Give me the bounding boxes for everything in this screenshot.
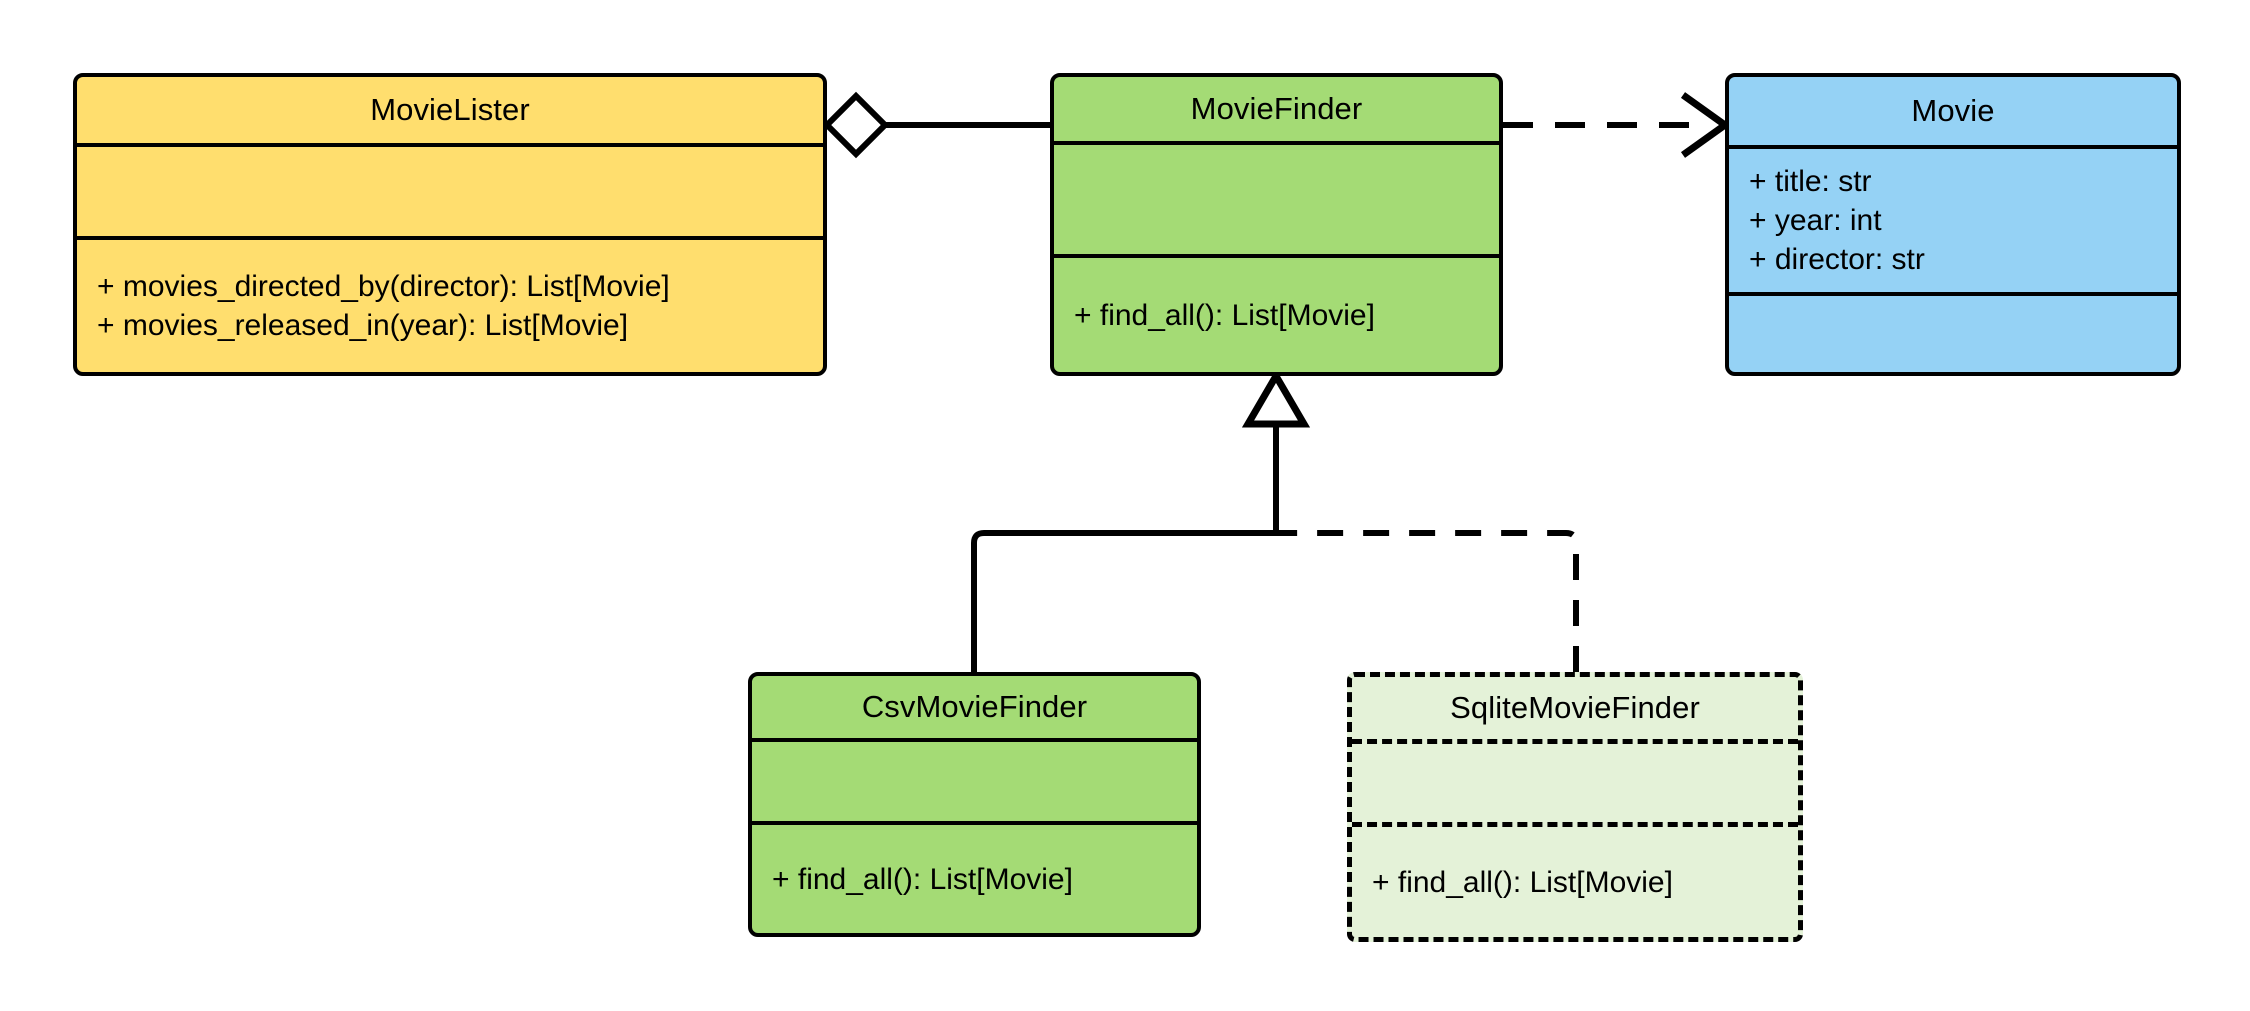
class-box-moviefinder[interactable]: MovieFinder + find_all(): List[Movie] bbox=[1050, 73, 1503, 376]
class-attributes-compartment: + title: str + year: int + director: str bbox=[1729, 145, 2177, 292]
class-methods-compartment: + find_all(): List[Movie] bbox=[1054, 254, 1499, 372]
relationship-dependency-finder-movie[interactable] bbox=[1503, 92, 1732, 158]
class-title-compartment: Movie bbox=[1729, 77, 2177, 145]
relationship-inheritance-sqlite-finder[interactable] bbox=[1276, 530, 1579, 672]
method-line: + find_all(): List[Movie] bbox=[772, 862, 1073, 896]
class-box-sqlitemoviefinder[interactable]: SqliteMovieFinder + find_all(): List[Mov… bbox=[1347, 672, 1803, 942]
inheritance-line-sqlite bbox=[1276, 530, 1579, 672]
class-methods-compartment bbox=[1729, 292, 2177, 372]
class-methods-compartment: + find_all(): List[Movie] bbox=[752, 821, 1197, 933]
hollow-triangle-icon bbox=[1241, 369, 1311, 428]
class-attributes-compartment bbox=[752, 738, 1197, 821]
class-methods-compartment: + find_all(): List[Movie] bbox=[1352, 822, 1798, 937]
class-title-compartment: SqliteMovieFinder bbox=[1352, 677, 1798, 739]
attribute-line: + year: int bbox=[1749, 204, 1882, 237]
relationship-aggregation-lister-finder[interactable] bbox=[822, 91, 1050, 159]
open-arrow-icon bbox=[1680, 92, 1732, 158]
method-line: + find_all(): List[Movie] bbox=[1372, 865, 1673, 899]
class-name-label: MovieLister bbox=[370, 91, 530, 127]
class-attributes-compartment bbox=[1054, 141, 1499, 254]
class-name-label: MovieFinder bbox=[1190, 90, 1363, 126]
class-name-label: SqliteMovieFinder bbox=[1450, 689, 1700, 725]
attribute-line: + title: str bbox=[1749, 165, 1872, 198]
attribute-line: + director: str bbox=[1749, 243, 1925, 276]
method-line: + movies_directed_by(director): List[Mov… bbox=[97, 270, 670, 303]
class-box-movielister[interactable]: MovieLister + movies_directed_by(directo… bbox=[73, 73, 827, 376]
class-name-label: CsvMovieFinder bbox=[861, 688, 1088, 724]
class-title-compartment: MovieFinder bbox=[1054, 77, 1499, 141]
inheritance-line-csv bbox=[971, 423, 1279, 672]
method-line: + find_all(): List[Movie] bbox=[1074, 298, 1375, 332]
class-box-csvmoviefinder[interactable]: CsvMovieFinder + find_all(): List[Movie] bbox=[748, 672, 1201, 937]
class-box-movie[interactable]: Movie + title: str + year: int + directo… bbox=[1725, 73, 2181, 376]
class-attributes-compartment bbox=[77, 143, 823, 236]
class-attributes-compartment bbox=[1352, 739, 1798, 822]
hollow-diamond-icon bbox=[822, 91, 890, 159]
class-title-compartment: MovieLister bbox=[77, 77, 823, 143]
method-line: + movies_released_in(year): List[Movie] bbox=[97, 309, 629, 342]
relationship-inheritance-csv-finder[interactable] bbox=[971, 423, 1279, 672]
class-title-compartment: CsvMovieFinder bbox=[752, 676, 1197, 738]
class-methods-compartment: + movies_directed_by(director): List[Mov… bbox=[77, 236, 823, 372]
class-name-label: Movie bbox=[1911, 92, 1995, 128]
